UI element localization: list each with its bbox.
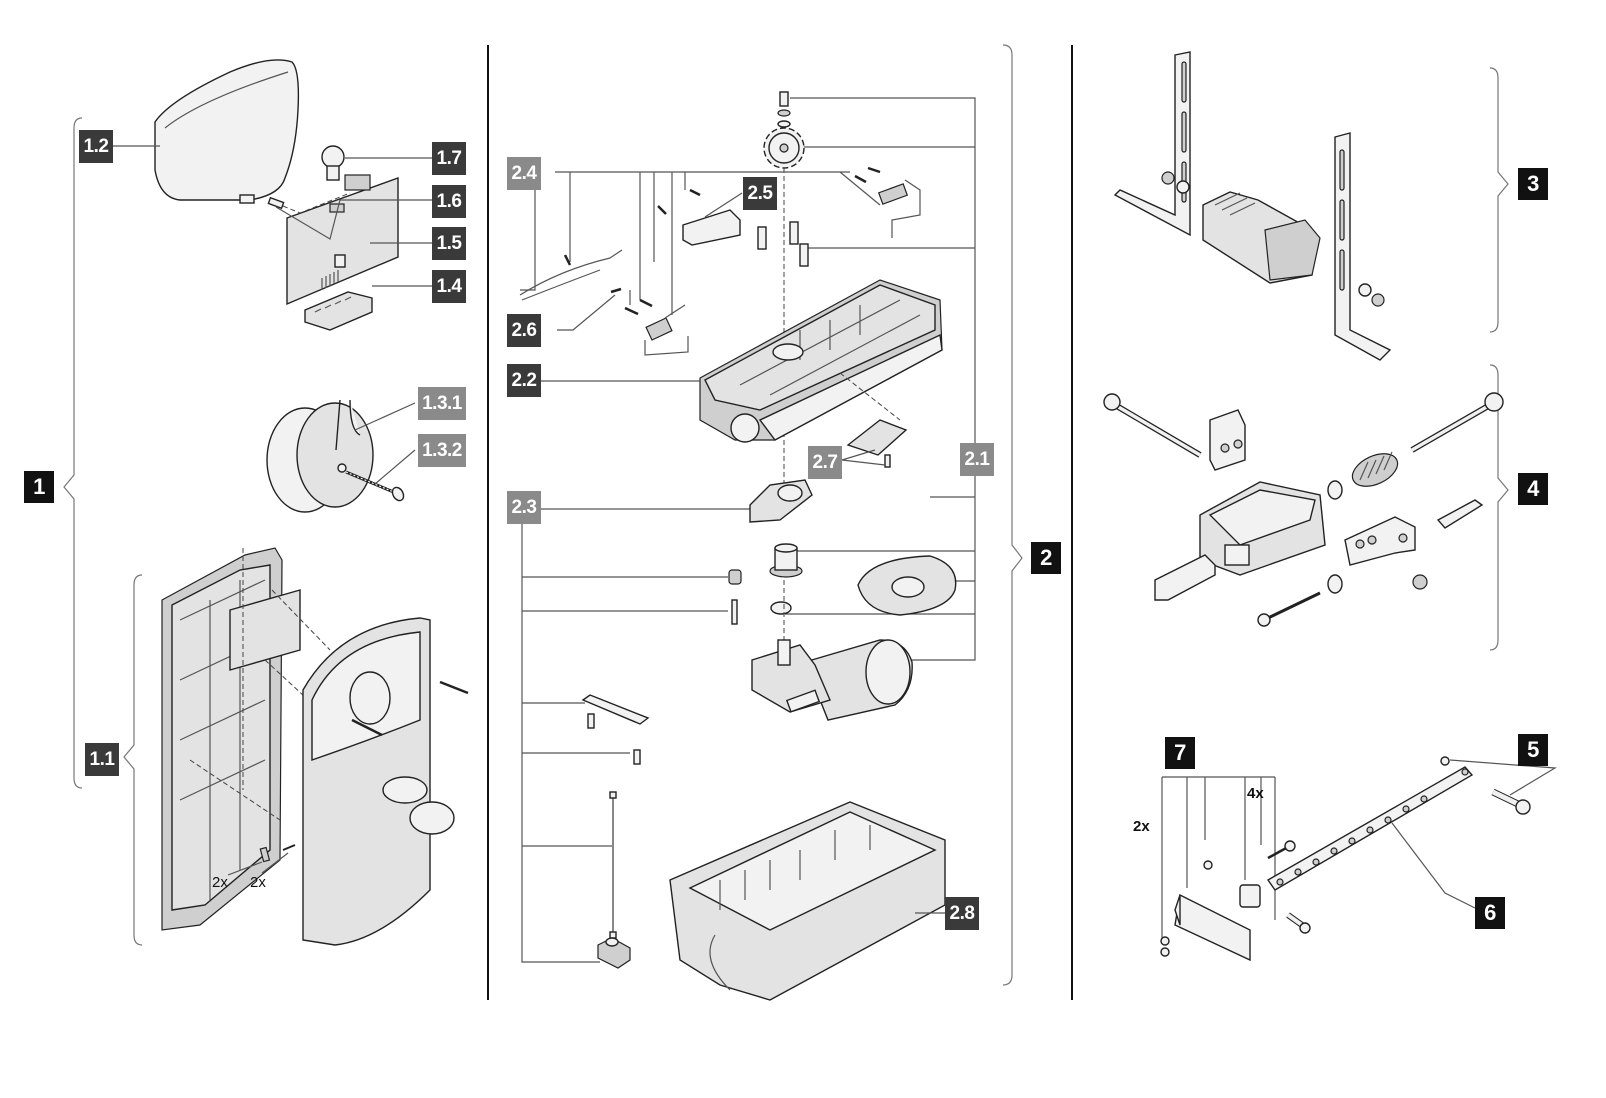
pin-5-part — [1440, 756, 1531, 815]
wall-bracket-right-part — [1334, 132, 1392, 361]
label-2-3: 2.3 — [507, 491, 541, 524]
wall-plug-part — [1436, 499, 1484, 529]
screw-part — [351, 718, 383, 737]
label-1-1: 1.1 — [85, 743, 119, 776]
light-cover-part — [154, 59, 300, 204]
label-section-4: 4 — [1518, 473, 1548, 505]
label-2-5: 2.5 — [743, 177, 777, 210]
bracket-2-5-part — [657, 188, 741, 246]
slider-part — [1154, 554, 1216, 601]
washer-part — [1327, 480, 1343, 500]
label-section-7: 7 — [1165, 737, 1195, 769]
bushing-part — [769, 543, 803, 578]
clevis-part — [1239, 884, 1261, 908]
clip-part — [259, 846, 271, 863]
tensioner-body-part — [1199, 481, 1326, 576]
bolt-long-right-part — [1410, 392, 1504, 453]
screw-4x-part — [1267, 840, 1296, 860]
carriage-part — [699, 279, 943, 443]
label-2-4: 2.4 — [507, 157, 541, 190]
housing-front-part — [302, 617, 455, 946]
wall-plate-part — [1174, 893, 1251, 962]
quantity-bracket: 2x — [1133, 818, 1150, 835]
nut-part — [1412, 574, 1428, 590]
screw-wood-part — [1257, 591, 1321, 627]
screw-small-part — [1160, 936, 1170, 957]
wall-bracket-left-part — [1113, 51, 1191, 237]
quantity-screw-4x: 4x — [1247, 785, 1264, 802]
screw-1-3-2-part — [345, 470, 405, 502]
label-1-5: 1.5 — [432, 227, 466, 260]
label-section-3: 3 — [1518, 168, 1548, 200]
chain-guide-part — [1202, 191, 1321, 284]
label-1-3-2: 1.3.2 — [418, 434, 466, 467]
label-section-6: 6 — [1475, 897, 1505, 929]
knob-part — [597, 937, 631, 969]
nut-washer-part — [1358, 283, 1385, 307]
limit-switch-part — [519, 166, 921, 301]
nut-washer-part — [1161, 171, 1190, 194]
spring-part — [728, 569, 742, 585]
bolt-long-left-part — [1103, 393, 1202, 458]
seal-part — [770, 601, 792, 615]
brace-section-4 — [1489, 364, 1509, 651]
pcb-2-7-part — [846, 419, 908, 468]
label-1-7: 1.7 — [432, 142, 466, 175]
pin-7-part — [1286, 912, 1311, 934]
brace-section-3 — [1489, 67, 1509, 333]
plate-part — [581, 694, 650, 729]
label-2-2: 2.2 — [507, 364, 541, 397]
bulb-part — [321, 145, 345, 181]
quantity-screw: 2x — [250, 874, 266, 891]
part-2-6 — [610, 287, 653, 316]
label-2-6: 2.6 — [507, 314, 541, 347]
label-2-7: 2.7 — [808, 446, 842, 479]
washer-part — [1327, 574, 1343, 594]
label-section-1: 1 — [24, 471, 54, 503]
circuit-board-part — [286, 174, 399, 306]
screw-part — [282, 844, 296, 851]
rod-part — [609, 791, 617, 939]
brace-section-2 — [1002, 44, 1023, 986]
sprocket-part — [763, 91, 805, 169]
label-section-5: 5 — [1518, 734, 1548, 766]
housing-base-part — [161, 547, 301, 931]
terminal-block-part — [304, 291, 373, 331]
pin-part — [731, 599, 738, 625]
cam-part — [749, 479, 813, 523]
label-2-1: 2.1 — [960, 443, 994, 476]
label-1-3-1: 1.3.1 — [418, 387, 466, 420]
label-1-6: 1.6 — [432, 185, 466, 218]
screw-part — [439, 680, 469, 695]
screw-part — [633, 749, 641, 765]
quantity-clip: 2x — [212, 874, 228, 891]
clip-part — [1203, 860, 1213, 870]
door-arm-part — [1266, 766, 1474, 891]
microswitch-part — [644, 304, 689, 356]
motor-part — [751, 639, 913, 721]
spring-4-part — [1351, 451, 1399, 487]
housing-shell-part — [669, 801, 946, 1001]
flange-plate-part — [857, 555, 957, 616]
angle-bracket-part — [1344, 516, 1416, 566]
label-section-2: 2 — [1031, 542, 1061, 574]
label-1-4: 1.4 — [432, 270, 466, 303]
label-2-8: 2.8 — [945, 897, 979, 930]
brace-section-1-1 — [123, 574, 143, 946]
label-1-2: 1.2 — [79, 130, 113, 163]
fuse-part — [267, 196, 285, 210]
buzzer-part — [266, 399, 374, 513]
screws-part — [757, 221, 809, 267]
angle-bracket-small-part — [1209, 409, 1246, 471]
brace-section-1 — [63, 117, 83, 789]
